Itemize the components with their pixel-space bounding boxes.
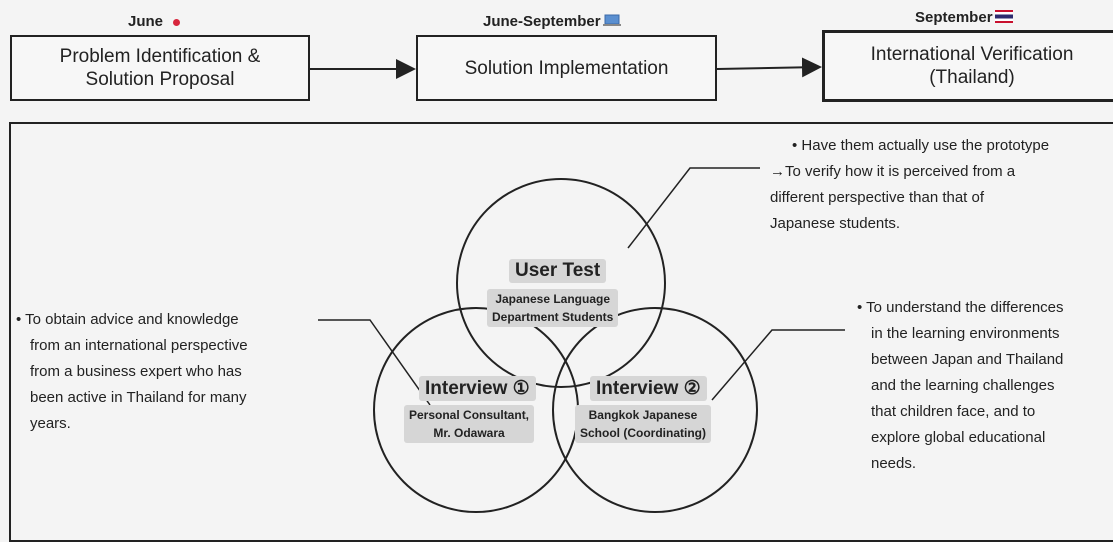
phase-label-june-september: June-September [483, 13, 621, 31]
japan-flag-icon [173, 18, 181, 26]
phase-box-problem-identification: Problem Identification &Solution Proposa… [10, 35, 310, 101]
leader-line-right [711, 329, 845, 401]
arrow-2 [716, 57, 822, 78]
note-interview-1: • To obtain advice and knowledge from an… [16, 311, 248, 432]
thailand-flag-icon [994, 9, 1013, 27]
interview-1-subtitle: Personal Consultant, Mr. Odawara [404, 405, 535, 443]
leader-line-top-right [627, 167, 760, 249]
phase-label-june: June [128, 13, 181, 30]
phase-label-september: September [915, 9, 1013, 27]
phase-box-solution-implementation: Solution Implementation [416, 35, 717, 101]
interview-2-title: Interview ② [590, 376, 707, 401]
user-test-subtitle: Japanese Language Department Students [487, 289, 619, 327]
user-test-title: User Test [509, 259, 607, 283]
leader-line-left [318, 319, 431, 406]
circle-user-test [456, 178, 666, 388]
interview-2-subtitle: Bangkok Japanese School (Coordinating) [575, 405, 711, 443]
laptop-icon [602, 13, 621, 31]
note-interview-2: • To understand the differences in the l… [857, 299, 1064, 472]
note-user-test: • Have them actually use the prototype →… [770, 137, 1050, 232]
diagram-graphics [310, 57, 845, 513]
phase-box-international-verification: International Verification(Thailand) [822, 30, 1113, 102]
circle-interview-2 [552, 307, 758, 513]
interview-1-title: Interview ① [419, 376, 536, 401]
